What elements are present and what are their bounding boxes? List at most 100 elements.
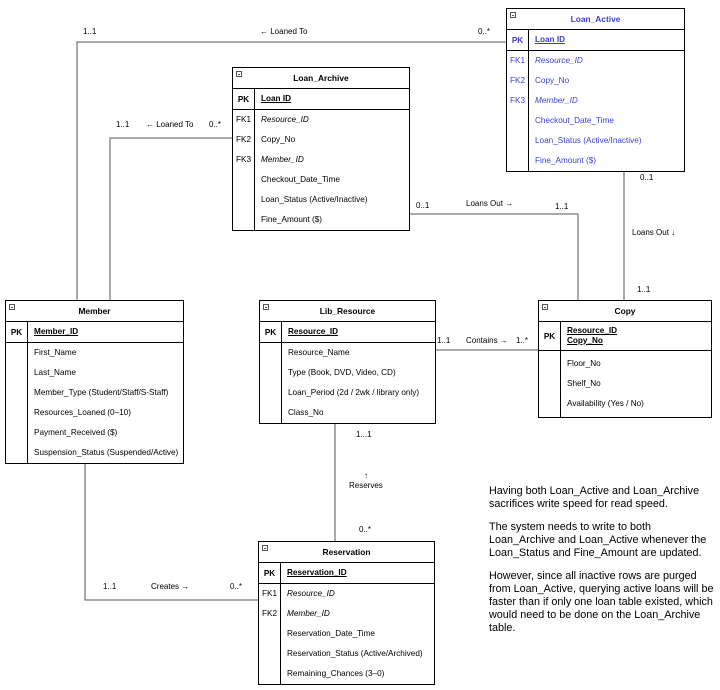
- fk-label: FK2: [235, 135, 252, 144]
- pk-row: PK Member_ID: [6, 322, 183, 343]
- field-copy-no: Copy_No: [261, 135, 296, 144]
- field-shelf-no: Shelf_No: [567, 379, 601, 388]
- field-loan-period: Loan_Period (2d / 2wk / library only): [288, 388, 420, 397]
- field-member-id: Member_ID: [261, 155, 304, 164]
- field-resources-loaned: Resources_Loaned (0–10): [34, 408, 131, 417]
- collapse-icon[interactable]: [236, 71, 242, 77]
- pk-field: Reservation_ID: [287, 568, 347, 577]
- entity-loan-active[interactable]: Loan_Active PK Loan ID FK1 FK2 FK3 Resou…: [506, 8, 685, 172]
- entity-title: Copy: [614, 306, 636, 316]
- collapse-icon[interactable]: [542, 304, 548, 310]
- card-archive-copy-left: 0..1: [416, 201, 430, 210]
- card-member-loan-active-left: 1..1: [83, 27, 97, 36]
- label-member-loan-archive: ← Loaned To: [146, 120, 194, 129]
- card-active-copy-top: 0..1: [640, 173, 654, 182]
- field-loan-status: Loan_Status (Active/Inactive): [535, 136, 642, 145]
- entity-loan-archive[interactable]: Loan_Archive PK Loan ID FK1 FK2 FK3 Reso…: [232, 67, 410, 231]
- entity-header: Member: [6, 301, 183, 322]
- entity-title: Reservation: [322, 547, 371, 557]
- label-active-copy: Loans Out ↓: [632, 228, 676, 237]
- entity-title: Loan_Archive: [293, 73, 349, 83]
- field-availability: Availability (Yes / No): [567, 399, 644, 408]
- card-member-reservation-left: 1..1: [103, 582, 117, 591]
- field-reservation-status: Reservation_Status (Active/Archived): [287, 649, 423, 658]
- label-resource-reservation: Reserves: [349, 481, 383, 490]
- field-suspension-status: Suspension_Status (Suspended/Active): [34, 448, 179, 457]
- card-member-loan-archive-left: 1..1: [116, 120, 130, 129]
- field-member-type: Member_Type (Student/Staff/S-Staff): [34, 388, 169, 397]
- field-member-id: Member_ID: [287, 609, 330, 618]
- label-archive-copy: Loans Out →: [466, 199, 514, 208]
- entity-member[interactable]: Member PK Member_ID First_Name Last_Name…: [5, 300, 184, 464]
- field-copy-no: Copy_No: [535, 76, 570, 85]
- field-resource-name: Resource_Name: [288, 348, 350, 357]
- field-section: FK1 FK2 FK3 Resource_ID Copy_No Member_I…: [233, 110, 409, 230]
- pk-label: PK: [507, 30, 529, 50]
- arrow-up-icon: ↑: [364, 471, 368, 480]
- entity-lib-resource[interactable]: Lib_Resource PK Resource_ID Resource_Nam…: [259, 300, 436, 424]
- label-member-loan-active: ← Loaned To: [260, 27, 308, 36]
- field-fine-amount: Fine_Amount ($): [261, 215, 322, 224]
- field-section: FK1 FK2 FK3 Resource_ID Copy_No Member_I…: [507, 51, 684, 171]
- fk-label: FK3: [509, 96, 526, 105]
- field-reservation-date-time: Reservation_Date_Time: [287, 629, 375, 638]
- pk-field-copy-no: Copy_No: [567, 336, 603, 345]
- field-resource-id: Resource_ID: [535, 56, 583, 65]
- card-member-loan-active-right: 0..*: [478, 27, 491, 36]
- pk-row: PK Loan ID: [507, 30, 684, 51]
- field-resource-id: Resource_ID: [287, 589, 335, 598]
- fk-label: FK2: [509, 76, 526, 85]
- label-resource-copy: Contains →: [466, 336, 508, 345]
- pk-field: Resource_ID: [288, 327, 339, 336]
- note-paragraph: Having both Loan_Active and Loan_Archive…: [489, 485, 700, 510]
- card-member-loan-archive-right: 0..*: [209, 120, 222, 129]
- pk-label: PK: [260, 322, 282, 342]
- line-archive-copy: [410, 213, 579, 300]
- card-member-reservation-right: 0..*: [230, 582, 243, 591]
- line-member-loan-active: [76, 41, 506, 300]
- pk-field-resource-id: Resource_ID: [567, 326, 618, 335]
- label-member-reservation: Creates →: [151, 582, 190, 591]
- pk-label: PK: [259, 563, 281, 583]
- fk-label: FK1: [235, 115, 252, 124]
- collapse-icon[interactable]: [510, 12, 516, 18]
- field-member-id: Member_ID: [535, 96, 578, 105]
- entity-title: Lib_Resource: [319, 306, 376, 316]
- card-archive-copy-right: 1..1: [555, 202, 569, 211]
- fk-label: FK3: [235, 155, 252, 164]
- field-floor-no: Floor_No: [567, 359, 601, 368]
- pk-label: PK: [233, 89, 255, 109]
- entity-header: Loan_Archive: [233, 68, 409, 89]
- field-last-name: Last_Name: [34, 368, 76, 377]
- fk-label: FK1: [261, 589, 278, 598]
- entity-copy[interactable]: Copy PK Resource_ID Copy_No Floor_No She…: [538, 300, 712, 418]
- collapse-icon[interactable]: [9, 304, 15, 310]
- design-note: Having both Loan_Active and Loan_Archive…: [489, 485, 715, 645]
- entity-header: Lib_Resource: [260, 301, 435, 322]
- field-section: First_Name Last_Name Member_Type (Studen…: [6, 343, 183, 463]
- pk-row: PK Loan ID: [233, 89, 409, 110]
- pk-field: Loan ID: [261, 94, 292, 103]
- field-fine-amount: Fine_Amount ($): [535, 156, 596, 165]
- field-remaining-chances: Remaining_Chances (3–0): [287, 669, 385, 678]
- field-first-name: First_Name: [34, 348, 77, 357]
- field-checkout-date-time: Checkout_Date_Time: [535, 116, 614, 125]
- fk-label: FK2: [261, 609, 278, 618]
- pk-label: PK: [6, 322, 28, 342]
- field-resource-id: Resource_ID: [261, 115, 309, 124]
- field-type: Type (Book, DVD, Video, CD): [288, 368, 396, 377]
- entity-header: Reservation: [259, 542, 434, 563]
- entity-title: Member: [78, 306, 111, 316]
- entity-reservation[interactable]: Reservation PK Reservation_ID FK1 FK2 Re…: [258, 541, 435, 685]
- field-loan-status: Loan_Status (Active/Inactive): [261, 195, 368, 204]
- card-resource-reservation-top: 1...1: [356, 430, 372, 439]
- pk-row: PK Reservation_ID: [259, 563, 434, 584]
- field-section: Resource_Name Type (Book, DVD, Video, CD…: [260, 343, 435, 423]
- field-payment-received: Payment_Received ($): [34, 428, 118, 437]
- entity-header: Copy: [539, 301, 711, 322]
- field-checkout-date-time: Checkout_Date_Time: [261, 175, 340, 184]
- collapse-icon[interactable]: [263, 304, 269, 310]
- pk-row: PK Resource_ID: [260, 322, 435, 343]
- collapse-icon[interactable]: [262, 545, 268, 551]
